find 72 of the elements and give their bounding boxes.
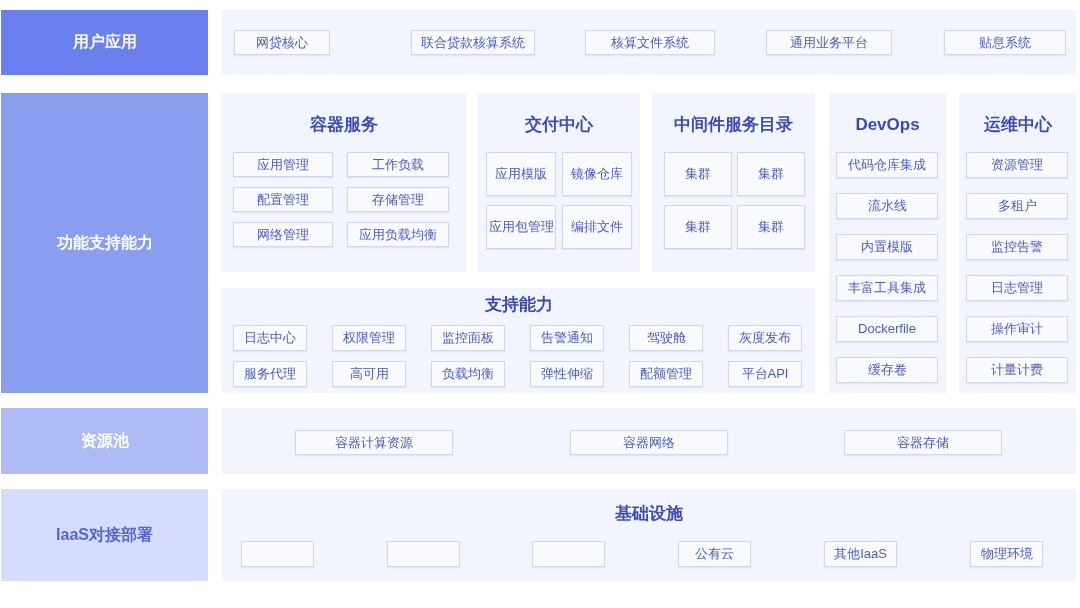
component-box: 网贷核心 [234, 30, 330, 55]
layer-panel [222, 10, 1076, 75]
component-box [532, 541, 605, 567]
component-box: 丰富工具集成 [836, 275, 938, 301]
component-box: 监控面板 [431, 325, 505, 351]
component-box: 容器网络 [570, 430, 728, 455]
component-box: 日志管理 [966, 275, 1068, 301]
layer-header: 用户应用 [1, 10, 208, 75]
component-box: 配置管理 [233, 187, 333, 212]
component-box: 其他IaaS [824, 541, 897, 567]
service-panel [829, 93, 946, 393]
component-box [241, 541, 314, 567]
component-box: 告警通知 [530, 325, 604, 351]
component-box: 日志中心 [233, 325, 307, 351]
component-box: 流水线 [836, 193, 938, 219]
component-box: 弹性伸缩 [530, 361, 604, 387]
panel-heading: 交付中心 [525, 115, 593, 135]
panel-heading: 基础设施 [615, 504, 683, 524]
component-box: 镜像仓库 [562, 152, 632, 196]
component-box: 集群 [737, 152, 805, 196]
component-box: 应用模版 [486, 152, 556, 196]
panel-heading: 中间件服务目录 [674, 115, 793, 135]
service-panel [652, 93, 815, 272]
component-box: 负载均衡 [431, 361, 505, 387]
panel-heading: 容器服务 [310, 115, 378, 135]
component-box: 联合贷款核算系统 [411, 30, 535, 55]
service-panel [222, 489, 1076, 581]
layer-header: 资源池 [1, 408, 208, 474]
panel-heading: DevOps [855, 115, 920, 135]
component-box: 工作负载 [347, 152, 449, 177]
component-box: 物理环境 [970, 541, 1043, 567]
component-box: 计量计费 [966, 357, 1068, 383]
component-box [387, 541, 460, 567]
component-box: 通用业务平台 [766, 30, 892, 55]
component-box: 服务代理 [233, 361, 307, 387]
component-box: 高可用 [332, 361, 406, 387]
component-box: 集群 [664, 152, 732, 196]
component-box: 多租户 [966, 193, 1068, 219]
component-box: 公有云 [678, 541, 751, 567]
service-panel [222, 288, 815, 393]
panel-heading: 支持能力 [484, 295, 553, 315]
component-box: 内置模版 [836, 234, 938, 260]
layer-header: 功能支持能力 [1, 93, 208, 393]
component-box: 权限管理 [332, 325, 406, 351]
component-box: 集群 [737, 205, 805, 249]
component-box: 配额管理 [629, 361, 703, 387]
component-box: 编排文件 [562, 205, 632, 249]
component-box: 贴息系统 [944, 30, 1066, 55]
component-box: Dockerfile [836, 316, 938, 342]
panel-heading: 运维中心 [983, 115, 1052, 135]
component-box: 集群 [664, 205, 732, 249]
component-box: 存储管理 [347, 187, 449, 212]
component-box: 平台API [728, 361, 802, 387]
component-box: 网络管理 [233, 222, 333, 247]
component-box: 灰度发布 [728, 325, 802, 351]
component-box: 代码仓库集成 [836, 152, 938, 178]
component-box: 应用包管理 [486, 205, 556, 249]
component-box: 驾驶舱 [629, 325, 703, 351]
component-box: 核算文件系统 [585, 30, 715, 55]
component-box: 容器存储 [844, 430, 1002, 455]
service-panel [959, 93, 1076, 393]
component-box: 缓存卷 [836, 357, 938, 383]
component-box: 监控告警 [966, 234, 1068, 260]
component-box: 应用管理 [233, 152, 333, 177]
layer-panel [222, 408, 1076, 474]
component-box: 容器计算资源 [295, 430, 453, 455]
component-box: 资源管理 [966, 152, 1068, 178]
layer-header: IaaS对接部署 [1, 489, 208, 581]
service-panel [222, 93, 466, 272]
component-box: 操作审计 [966, 316, 1068, 342]
service-panel [478, 93, 640, 272]
component-box: 应用负载均衡 [347, 222, 449, 247]
